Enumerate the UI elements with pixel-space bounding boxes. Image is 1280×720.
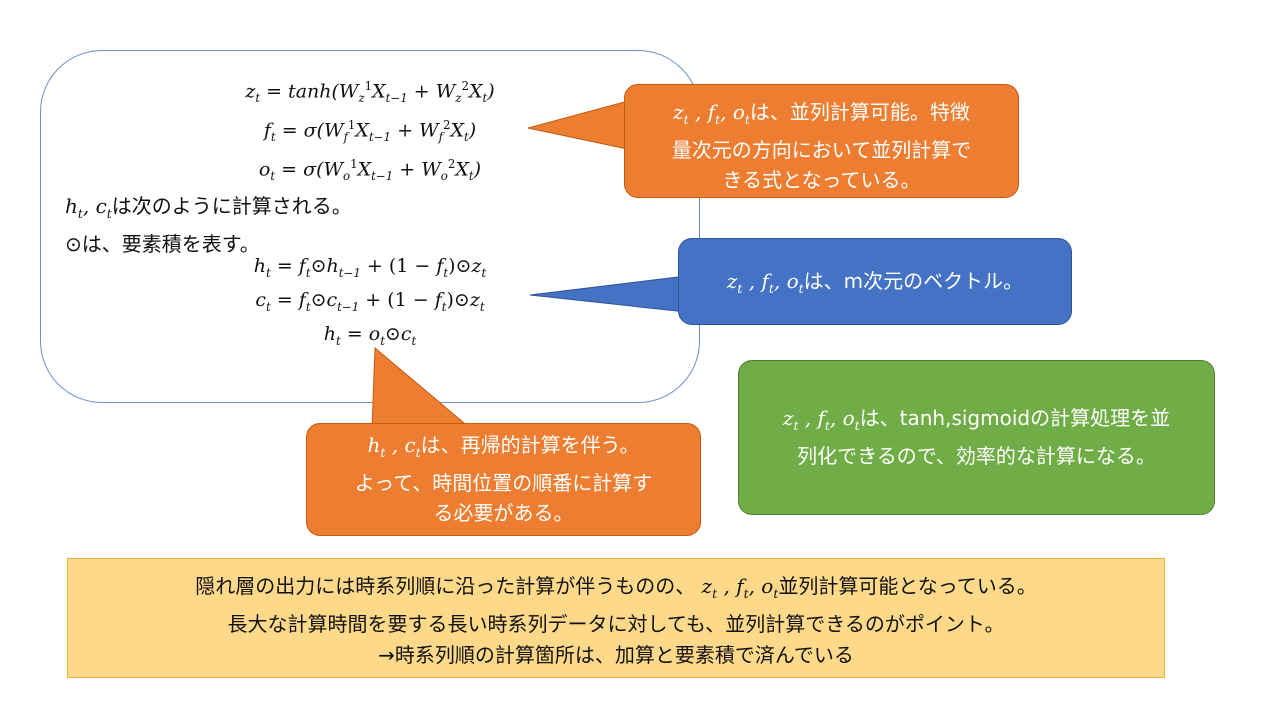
callout-green-line1: zt , ft, otは、tanh,sigmoidの計算処理を並: [755, 403, 1198, 441]
callout-parallel: zt , ft, otは、並列計算可能。特徴 量次元の方向において並列計算で き…: [624, 84, 1019, 198]
tail-vector: [529, 275, 687, 313]
callout-parallel-text1: は、並列計算可能。特徴: [749, 100, 970, 124]
callout-recurrent-line2: よって、時間位置の順番に計算す: [354, 471, 653, 495]
callout-recurrent: ht , ctは、再帰的計算を伴う。 よって、時間位置の順番に計算す る必要があ…: [306, 423, 701, 536]
math-h-c: ht, ct: [65, 194, 112, 221]
state-equations: ht = ft⊙ht−1 + (1 − ft)⊙zt ct = ft⊙ct−1 …: [41, 253, 699, 354]
gate-equations: zt = tanh(Wz1Xt−1 + Wz2Xt) ft = σ(Wf1Xt−…: [41, 73, 699, 190]
math-zfo: zt , ft, ot: [782, 406, 860, 433]
summary-line2: 長大な計算時間を要する長い時系列データに対しても、並列計算できるのがポイント。: [227, 612, 1005, 636]
equation-f: ft = σ(Wf1Xt−1 + Wf2Xt): [263, 118, 477, 145]
equation-c: ct = ft⊙ct−1 + (1 − ft)⊙zt: [255, 288, 485, 314]
callout-parallelization: zt , ft, otは、tanh,sigmoidの計算処理を並 列化できるので…: [738, 360, 1215, 515]
math-zfo: zt , ft, ot: [673, 100, 750, 127]
state-explanation-line2: ⊙は、要素積を表す。: [65, 232, 260, 256]
explanation-text-1: は次のように計算される。: [111, 194, 352, 218]
equation-bubble: zt = tanh(Wz1Xt−1 + Wz2Xt) ft = σ(Wf1Xt−…: [40, 50, 700, 403]
equation-h-output: ht = ot⊙ct: [323, 322, 417, 348]
equation-h: ht = ft⊙ht−1 + (1 − ft)⊙zt: [253, 255, 487, 280]
callout-vector: zt , ft, otは、m次元のベクトル。: [678, 238, 1072, 325]
callout-recurrent-line3: る必要がある。: [433, 501, 574, 525]
math-zfo: zt , ft, ot: [726, 269, 804, 296]
callout-recurrent-text1: は、再帰的計算を伴う。: [420, 433, 640, 457]
callout-recurrent-line1: ht , ctは、再帰的計算を伴う。: [319, 430, 688, 468]
state-explanation-line1: ht, ctは次のように計算される。: [65, 191, 352, 229]
callout-parallel-line3: きる式となっている。: [722, 168, 921, 192]
equation-o: ot = σ(Wo1Xt−1 + Wo2Xt): [258, 157, 482, 184]
callout-parallel-line2: 量次元の方向において並列計算で: [671, 138, 972, 162]
tail-recurrent: [371, 346, 472, 429]
callout-green-text1: は、tanh,sigmoidの計算処理を並: [859, 406, 1171, 430]
state-explanation: ht, ctは次のように計算される。 ⊙は、要素積を表す。: [65, 191, 352, 259]
math-h-c: ht , ct: [367, 433, 421, 460]
summary-line3: →時系列順の計算箇所は、加算と要素積で済んでいる: [378, 643, 854, 667]
callout-green-line2: 列化できるので、効率的な計算になる。: [797, 444, 1156, 468]
equation-z: zt = tanh(Wz1Xt−1 + Wz2Xt): [245, 79, 495, 106]
tail-parallel: [527, 99, 633, 151]
callout-parallel-line1: zt , ft, otは、並列計算可能。特徴: [641, 97, 1002, 135]
summary-line1-after: 並列計算可能となっている。: [778, 574, 1037, 598]
math-zfo: zt , ft, ot: [701, 574, 779, 601]
summary-line1-before: 隠れ層の出力には時系列順に沿った計算が伴うものの、: [195, 574, 696, 598]
callout-vector-text: は、m次元のベクトル。: [803, 269, 1024, 293]
summary-box: 隠れ層の出力には時系列順に沿った計算が伴うものの、 zt , ft, ot並列計…: [67, 558, 1165, 678]
summary-line1: 隠れ層の出力には時系列順に沿った計算が伴うものの、 zt , ft, ot並列計…: [68, 571, 1164, 609]
